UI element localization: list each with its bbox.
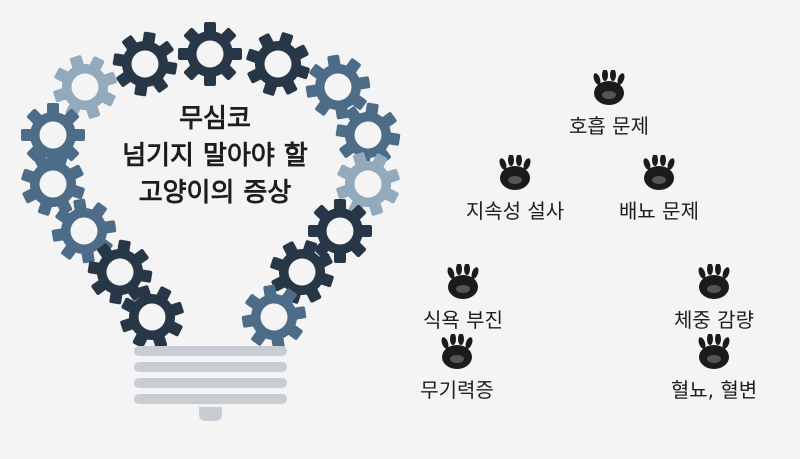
symptom-label: 식욕 부진 (423, 308, 503, 332)
symptom-label: 호흡 문제 (569, 114, 649, 138)
gear-icon (237, 23, 319, 105)
gear-icon (178, 22, 242, 86)
paw-icon (643, 155, 675, 190)
paw-icon (593, 70, 625, 105)
symptom-item: 무기력증 (382, 334, 532, 403)
paw-icon (698, 334, 730, 369)
symptom-label: 배뇨 문제 (619, 199, 699, 223)
paw-icon (499, 155, 531, 190)
symptom-label: 체중 감량 (674, 308, 754, 332)
symptom-label: 혈뇨, 혈변 (670, 378, 758, 402)
bulb-base (134, 346, 287, 421)
symptom-item: 배뇨 문제 (584, 155, 734, 224)
symptom-label: 지속성 설사 (465, 199, 565, 223)
symptom-item: 식욕 부진 (388, 264, 538, 333)
gear-icon (21, 103, 85, 167)
symptom-item: 체중 감량 (639, 264, 789, 333)
paw-icon (441, 334, 473, 369)
symptom-label: 무기력증 (420, 378, 494, 402)
paw-icon (698, 264, 730, 299)
gear-icon (108, 27, 182, 101)
symptom-item: 지속성 설사 (440, 155, 590, 224)
symptom-item: 호흡 문제 (534, 70, 684, 139)
lightbulb-gears-illustration (12, 22, 412, 421)
title-line-3: 고양이의 증상 (138, 178, 292, 208)
title-line-2: 넘기지 말아야 할 (122, 141, 308, 171)
gear-icon (308, 199, 372, 263)
title-line-1: 무심코 (179, 104, 251, 134)
symptom-item: 혈뇨, 혈변 (639, 334, 789, 403)
paw-icon (447, 264, 479, 299)
